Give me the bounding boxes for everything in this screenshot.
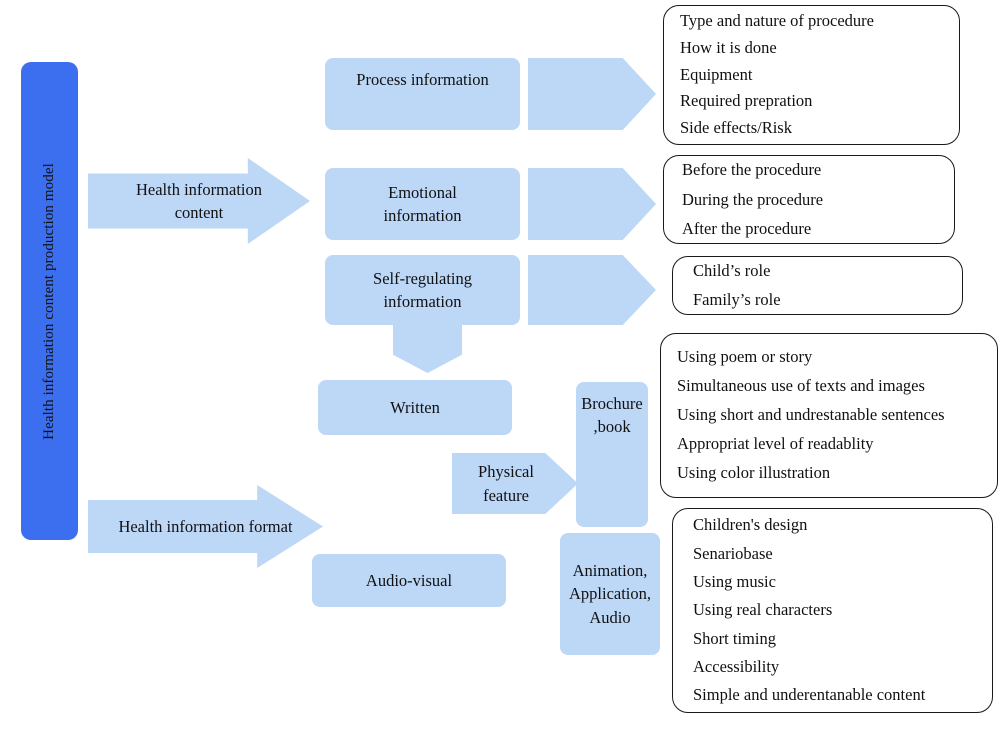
list-item: Appropriat level of readablity (677, 433, 874, 453)
list-item: Side effects/Risk (680, 118, 792, 138)
list-item: Family’s role (693, 289, 781, 309)
detail-box-process-information: Type and nature of procedure How it is d… (663, 5, 960, 145)
list-item: Short timing (693, 628, 776, 648)
node-written-label: Written (390, 397, 440, 417)
chevron-arrow-to-self-regulating-details (528, 255, 656, 325)
node-animation-application-audio: Animation, Application, Audio (560, 533, 660, 655)
list-item: Using real characters (693, 600, 833, 620)
detail-box-emotional-information: Before the procedure During the procedur… (663, 155, 955, 244)
list-item: Children's design (693, 515, 808, 535)
detail-box-audio-visual-media: Children's design Senariobase Using musi… (672, 508, 993, 713)
list-item: Child’s role (693, 261, 771, 281)
list-item: Equipment (680, 64, 753, 84)
list-item: Using color illustration (677, 462, 831, 482)
list-item: Using poem or story (677, 347, 813, 367)
list-item: Required prepration (680, 91, 813, 111)
node-written: Written (318, 380, 512, 435)
node-brochure-book-label: Brochure ,book (581, 394, 643, 437)
branch-arrow-health-information-format: Health information format (88, 485, 323, 568)
chevron-arrow-to-emotional-details (528, 168, 656, 240)
node-self-regulating-information: Self-regulating information (325, 255, 520, 325)
detail-box-self-regulating-information: Child’s role Family’s role (672, 256, 963, 315)
node-process-information: Process information (325, 58, 520, 130)
arrow-physical-feature-label: Physical feature (478, 462, 534, 505)
node-audio-visual: Audio-visual (312, 554, 506, 607)
root-title-label: Health information content production mo… (41, 162, 58, 440)
node-emotional-information: Emotional information (325, 168, 520, 240)
root-title-bar: Health information content production mo… (21, 62, 78, 540)
list-item: Using music (693, 571, 776, 591)
branch-arrow-format-label: Health information format (118, 516, 293, 536)
chevron-arrow-to-process-details (528, 58, 656, 130)
node-brochure-book: Brochure ,book (576, 382, 648, 527)
branch-arrow-content-label: Health information content (135, 179, 262, 222)
node-process-information-label: Process information (356, 70, 489, 89)
list-item: How it is done (680, 37, 777, 57)
list-item: Simultaneous use of texts and images (677, 376, 925, 396)
list-item: Senariobase (693, 543, 773, 563)
down-arrow-to-written (393, 325, 462, 373)
list-item: Accessibility (693, 657, 780, 677)
node-self-regulating-information-label: Self-regulating information (373, 268, 472, 311)
list-item: During the procedure (682, 189, 824, 209)
arrow-physical-feature: Physical feature (452, 453, 578, 514)
node-audio-visual-label: Audio-visual (365, 570, 453, 590)
list-item: After the procedure (682, 219, 812, 239)
list-item: Type and nature of procedure (680, 11, 875, 31)
node-emotional-information-label: Emotional information (383, 182, 462, 225)
branch-arrow-health-information-content: Health information content (88, 158, 310, 244)
list-item: Simple and underentanable content (693, 685, 926, 705)
detail-box-written-media: Using poem or story Simultaneous use of … (660, 333, 998, 498)
node-animation-application-audio-label: Animation, Application, Audio (568, 560, 652, 627)
list-item: Using short and undrestanable sentences (677, 405, 945, 425)
list-item: Before the procedure (682, 160, 822, 180)
